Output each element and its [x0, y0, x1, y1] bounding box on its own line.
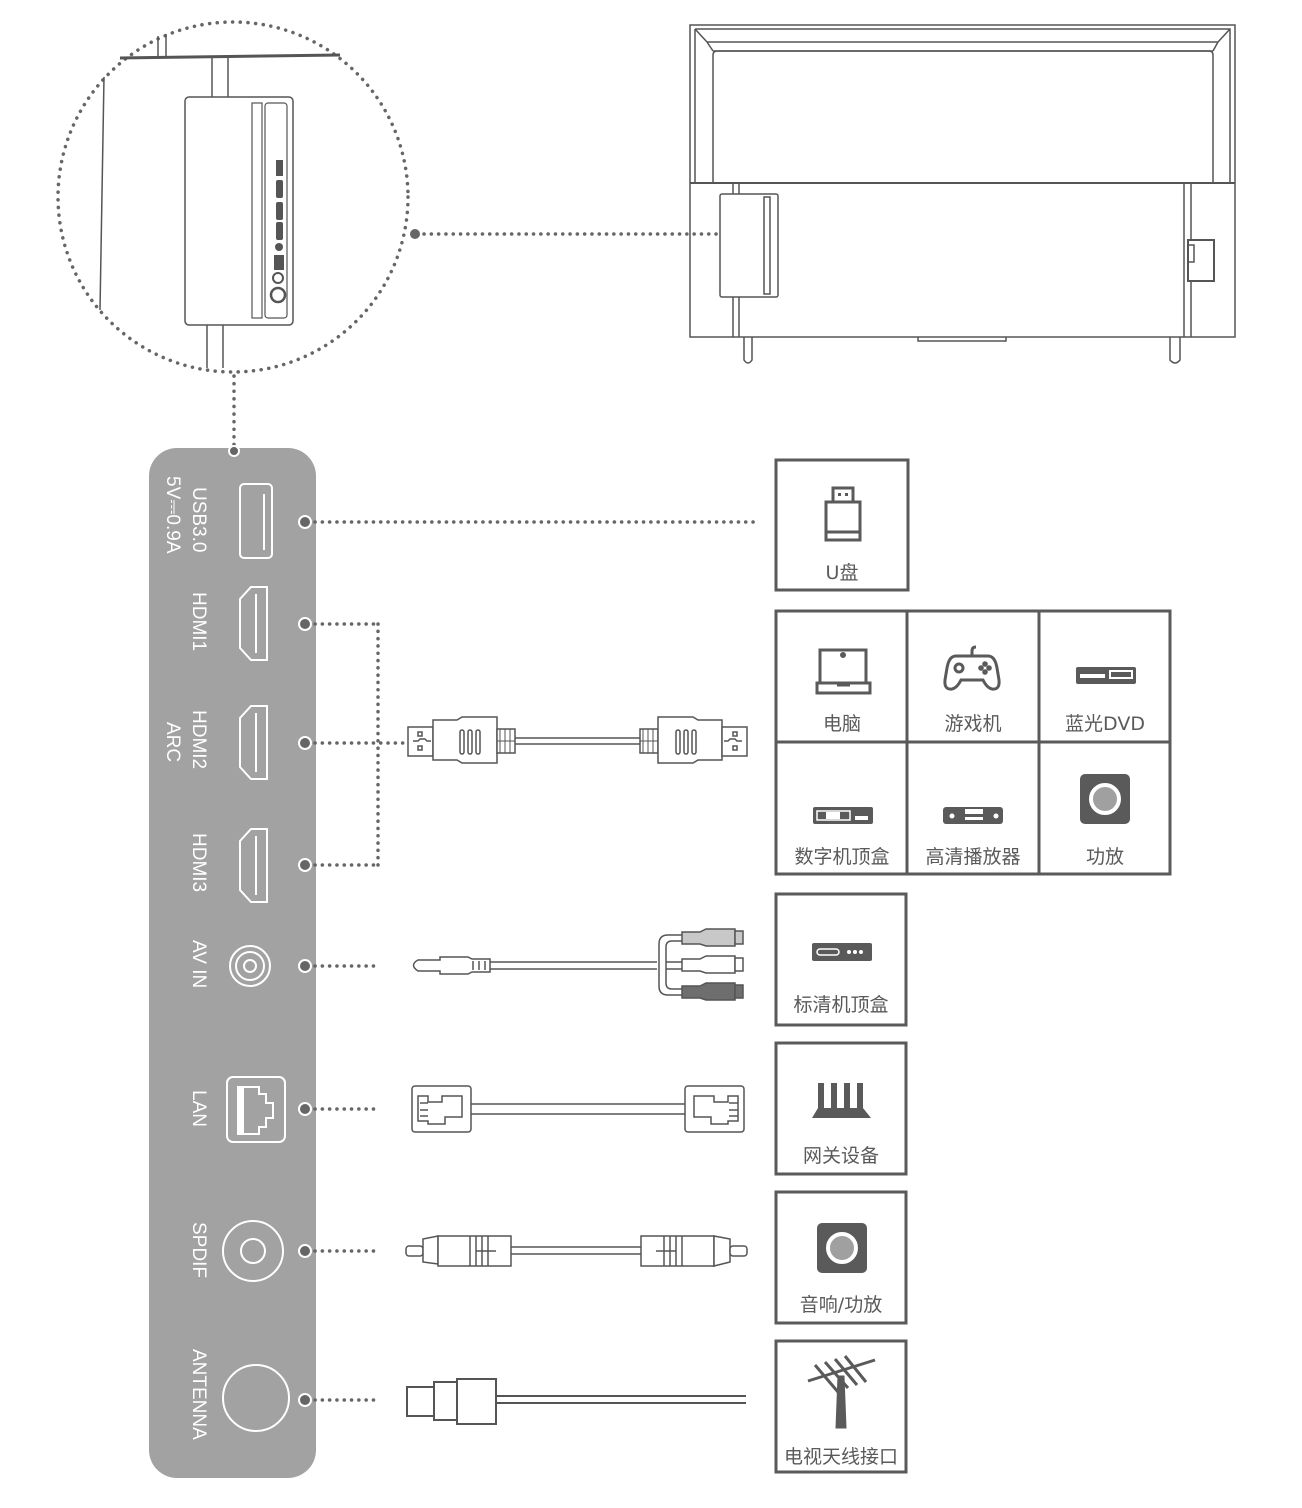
device-label-hdmi-3: 数字机顶盒 [794, 846, 889, 868]
mini-lan-port [274, 255, 284, 270]
tv-leg-left [743, 337, 753, 364]
tv-bottom-tab [917, 337, 1007, 342]
device-label-sd-stb: 标清机顶盒 [793, 994, 888, 1016]
connector-dot-lan [298, 1102, 312, 1116]
tv-leg-right [1169, 337, 1181, 364]
usb-drive-icon [824, 486, 862, 542]
tv-screen-edge [712, 50, 1214, 183]
av-cable [412, 928, 744, 1001]
port-connectors [298, 515, 756, 1407]
amplifier-icon [1080, 774, 1130, 824]
av-jack-icon [229, 945, 271, 987]
tv-outer-frame [689, 24, 1236, 338]
device-label-hdmi-1: 游戏机 [944, 713, 1001, 735]
device-label-speaker: 音响/功放 [800, 1294, 882, 1316]
port-panel [149, 445, 316, 1478]
connector-dot-hdmi3 [298, 858, 312, 872]
spdif-cable [405, 1235, 748, 1267]
mini-hdmi-port [276, 222, 283, 240]
device-box-av [774, 892, 908, 1027]
antenna-cable [406, 1378, 746, 1425]
ethernet-port-icon [226, 1076, 286, 1143]
tv-edge-line [119, 53, 341, 60]
usb-port-icon [239, 483, 273, 559]
port-label-hdmi3: HDMI3 [188, 833, 209, 892]
tv-back-view [689, 24, 1236, 364]
port-label-spdif: SPDIF [188, 1222, 209, 1278]
device-box-antenna [774, 1339, 908, 1474]
mini-spdif-port [272, 272, 284, 284]
connector-dot-antenna [298, 1393, 312, 1407]
zoom-anchor-dot [410, 229, 420, 239]
device-label-gateway: 网关设备 [803, 1145, 879, 1167]
mini-av-port [275, 243, 283, 251]
mini-antenna-port [269, 286, 287, 304]
port-sublabel-hdmi2: ARC [162, 722, 183, 762]
port-label-hdmi2: HDMI2 [188, 710, 209, 769]
device-box-lan [774, 1041, 908, 1176]
connector-dot-hdmi1 [298, 617, 312, 631]
device-label-hdmi-4: 高清播放器 [925, 846, 1020, 868]
mini-usb-port [276, 160, 283, 176]
device-label-hdmi-0: 电脑 [823, 713, 861, 735]
hd-player-icon [943, 807, 1003, 824]
device-label-usb-drive: U盘 [826, 562, 859, 584]
port-label-lan: LAN [188, 1090, 209, 1127]
port-icons [222, 483, 290, 1432]
port-label-antenna: ANTENNA [188, 1349, 209, 1440]
tv-edge-line [99, 76, 105, 311]
spdif-port-icon [222, 1220, 284, 1282]
gamepad-icon [943, 645, 1001, 691]
device-label-hdmi-2: 蓝光DVD [1065, 713, 1145, 735]
device-label-antenna: 电视天线接口 [784, 1446, 898, 1468]
speaker-icon [817, 1223, 867, 1273]
connector-dot-avin [298, 959, 312, 973]
hdmi-port-icon [239, 586, 268, 661]
zoom-detail [56, 20, 772, 450]
side-port-slot [251, 102, 263, 319]
tv-bevel [694, 28, 1231, 183]
mini-hdmi-port [276, 180, 283, 198]
sd-set-top-box-icon [812, 943, 872, 961]
connector-dot-usb [298, 515, 312, 529]
device-label-hdmi-5: 功放 [1086, 846, 1124, 868]
hdmi-port-icon [239, 828, 268, 903]
bluray-player-icon [1076, 667, 1136, 684]
side-port-box [184, 96, 294, 326]
panel-top-anchor [228, 445, 240, 457]
hdmi-port-icon [239, 705, 268, 780]
tv-power-box [1187, 239, 1215, 282]
zoom-circle [56, 20, 410, 374]
port-label-usb: USB3.0 [188, 487, 209, 552]
router-icon [812, 1083, 871, 1118]
device-box-usb [774, 458, 910, 592]
connector-dot-spdif [298, 1244, 312, 1258]
port-label-hdmi1: HDMI1 [188, 592, 209, 651]
mini-hdmi-port [276, 202, 283, 220]
device-box-spdif [774, 1190, 908, 1325]
port-sublabel-usb: 5V⎓0.9A [162, 476, 183, 554]
connector-dot-hdmi2 [298, 736, 312, 750]
digital-set-top-box-icon [813, 807, 873, 824]
laptop-icon [815, 648, 872, 695]
side-port-strip [264, 102, 288, 319]
lan-cable [411, 1085, 745, 1133]
device-boxes [774, 458, 1172, 1474]
port-panel-bg [149, 448, 316, 1478]
port-label-avin: AV IN [188, 940, 209, 988]
hdmi-cable [407, 716, 748, 764]
antenna-port-icon [222, 1364, 290, 1432]
tv-antenna-icon [807, 1355, 876, 1429]
